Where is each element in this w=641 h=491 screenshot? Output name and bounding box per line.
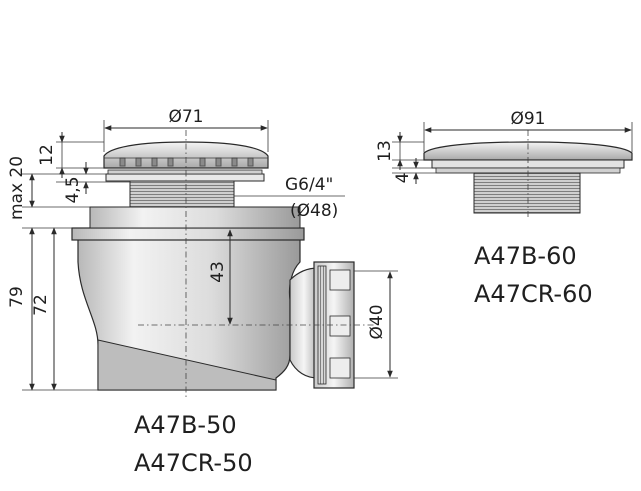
right-model-line1: A47B-60 [474, 242, 577, 270]
dim-top-diameter-large: Ø91 [510, 109, 545, 129]
left-drain-drawing: Ø71 12 4,5 max 20 79 72 G6/4" (Ø48) [7, 107, 398, 477]
flange-plate [89, 206, 301, 229]
dim-flange-gap: 4,5 [63, 176, 83, 203]
left-model-line1: A47B-50 [134, 411, 237, 439]
dim-max: max 20 [7, 156, 27, 220]
dim-center-height: 43 [208, 261, 228, 283]
threaded-neck [129, 179, 235, 208]
dim-body-height: 72 [31, 294, 51, 316]
right-model-line2: A47CR-60 [474, 280, 593, 308]
dim-total-height: 79 [7, 286, 27, 308]
dim-outlet-diameter: Ø40 [367, 304, 387, 339]
dim-thread: G6/4" [285, 175, 333, 195]
dim-top-diameter: Ø71 [168, 107, 203, 127]
dim-thread-diameter: (Ø48) [290, 201, 338, 221]
dim-flange-gap-large: 4 [393, 173, 413, 184]
body-slant [97, 339, 277, 391]
drain-cap-large [423, 141, 633, 161]
dim-cap-height-large: 13 [375, 140, 395, 162]
drain-cap [103, 141, 269, 169]
right-drain-drawing: Ø91 13 4 A47B-60 A47CR-60 [375, 109, 633, 308]
body-rim [71, 227, 305, 241]
dim-cap-height: 12 [37, 144, 57, 166]
clamp-ring [105, 173, 265, 182]
left-model-line2: A47CR-50 [134, 449, 253, 477]
threaded-neck-large [473, 172, 581, 214]
